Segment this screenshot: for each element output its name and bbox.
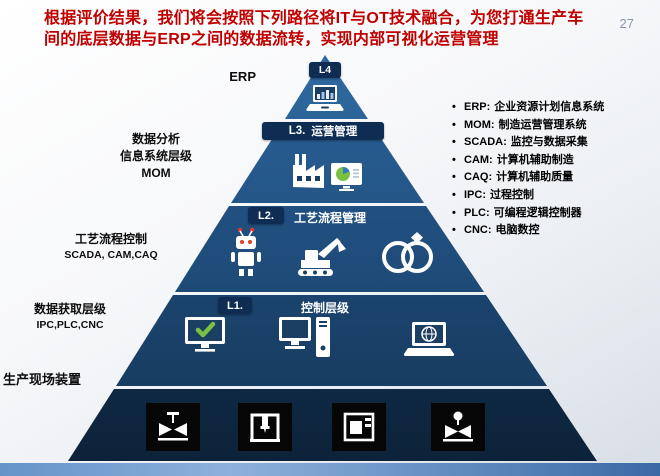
bullet-icon: • — [452, 153, 456, 166]
footer-accent-bar — [0, 463, 660, 476]
label-acquisition-line2: IPC,PLC,CNC — [36, 319, 104, 331]
label-process-line1: 工艺流程控制 — [74, 232, 147, 246]
laptop-globe-icon — [402, 321, 456, 359]
label-field-devices: 生产现场装置 — [3, 372, 82, 387]
label-data-acquisition: 数据获取层级 IPC,PLC,CNC — [10, 301, 130, 333]
legend-term: MOM: — [464, 118, 495, 131]
laptop-chart-icon — [305, 84, 345, 112]
legend-desc: 计算机辅助制造 — [496, 153, 574, 166]
label-process-line2: SCADA, CAM,CAQ — [64, 249, 158, 261]
bullet-icon: • — [452, 224, 456, 237]
legend-item: • IPC: 过程控制 — [452, 187, 658, 205]
legend-term: ERP: — [464, 101, 491, 113]
label-data-analysis: 数据分析 信息系统层级 MOM — [100, 131, 212, 182]
pie-chart-screen-icon — [330, 162, 364, 192]
slide-title: 根据评价结果，我们将会按照下列路径将IT与OT技术融合，为您打通生产车 间的底层… — [44, 8, 634, 50]
bullet-icon: • — [452, 136, 456, 149]
label-analysis-line1: 数据分析 — [131, 132, 180, 146]
legend-term: PLC: — [464, 206, 490, 219]
level-3-header: L3. 运营管理 — [262, 122, 384, 140]
legend-desc: 电脑数控 — [495, 224, 540, 237]
legend-term: CNC: — [464, 224, 492, 237]
legend-item: • CAM: 计算机辅助制造 — [452, 152, 658, 170]
legend-item: • ERP: 企业资源计划信息系统 — [452, 99, 658, 117]
legend-term: SCADA: — [464, 136, 507, 149]
level-1-title: 控制层级 — [301, 301, 350, 315]
legend-item: • SCADA: 监控与数据采集 — [452, 134, 658, 152]
level-4-badge: L4 — [309, 62, 341, 78]
title-line2: 间的底层数据与ERP之间的数据流转，实现内部可视化运营管理 — [44, 31, 499, 48]
bullet-icon: • — [452, 171, 456, 184]
rings-diamond-icon — [374, 231, 440, 275]
abbreviation-legend: • ERP: 企业资源计划信息系统 • MOM: 制造运营管理系统 • SCAD… — [452, 99, 658, 240]
page-number: 27 — [619, 16, 634, 31]
robot-icon — [226, 226, 266, 278]
label-acquisition-line1: 数据获取层级 — [33, 302, 106, 316]
legend-item: • MOM: 制造运营管理系统 — [452, 117, 658, 135]
desktop-computer-icon — [278, 315, 332, 359]
valve-icon — [146, 403, 200, 451]
level-1-badge: L1. — [218, 297, 252, 314]
legend-term: IPC: — [464, 188, 486, 201]
label-analysis-line2: 信息系统层级 — [119, 149, 192, 163]
control-valve-icon — [431, 403, 485, 451]
legend-term: CAM: — [464, 153, 493, 166]
level-3-badge: L3. — [288, 125, 306, 137]
legend-item: • CAQ: 计算机辅助质量 — [452, 169, 658, 187]
title-line1: 根据评价结果，我们将会按照下列路径将IT与OT技术融合，为您打通生产车 — [44, 10, 584, 27]
legend-desc: 计算机辅助质量 — [496, 171, 574, 184]
label-analysis-line3: MOM — [141, 166, 171, 180]
level-3-title: 运营管理 — [311, 126, 358, 138]
monitor-check-icon — [184, 316, 230, 356]
cnc-mill-icon — [238, 403, 292, 451]
legend-desc: 过程控制 — [490, 188, 534, 201]
excavator-icon — [296, 230, 358, 278]
level-2-badge: L2. — [248, 207, 284, 224]
legend-desc: 制造运营管理系统 — [498, 118, 587, 131]
legend-desc: 企业资源计划信息系统 — [494, 101, 605, 113]
label-erp: ERP — [229, 69, 256, 84]
bullet-icon: • — [452, 101, 456, 113]
legend-item: • PLC: 可编程逻辑控制器 — [452, 205, 658, 223]
legend-desc: 可编程逻辑控制器 — [493, 206, 582, 219]
legend-desc: 监控与数据采集 — [510, 136, 588, 149]
bullet-icon: • — [452, 188, 456, 201]
label-process-control: 工艺流程控制 SCADA, CAM,CAQ — [46, 231, 176, 263]
bullet-icon: • — [452, 118, 456, 131]
legend-term: CAQ: — [464, 171, 493, 184]
machining-center-icon — [332, 403, 386, 451]
factory-icon — [291, 152, 329, 188]
level-2-title: 工艺流程管理 — [294, 211, 367, 225]
bullet-icon: • — [452, 206, 456, 219]
legend-item: • CNC: 电脑数控 — [452, 222, 658, 240]
